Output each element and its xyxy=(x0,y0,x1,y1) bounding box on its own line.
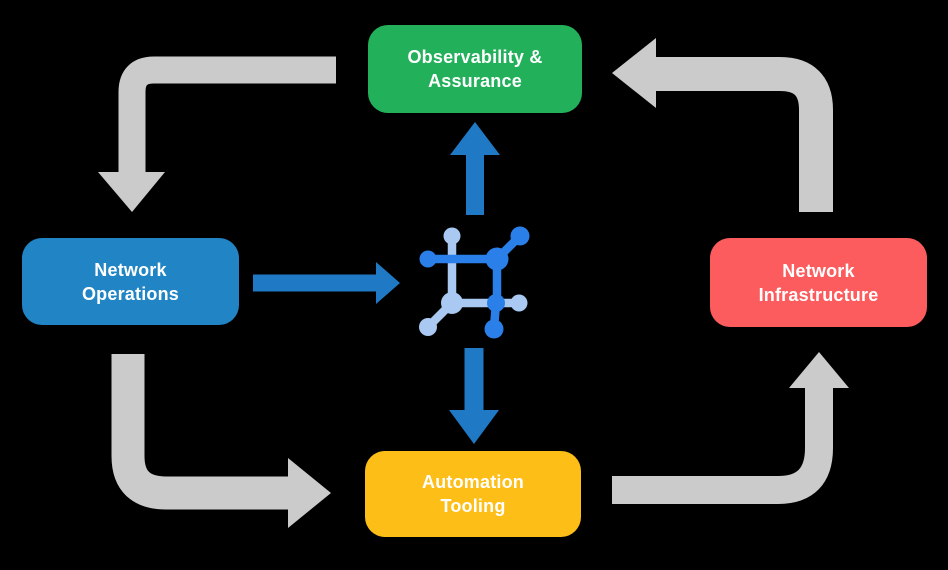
network-mesh-icon xyxy=(419,226,530,339)
arrow-icon-to-automation xyxy=(449,348,499,444)
node-label-line: Tooling xyxy=(440,496,506,516)
arrow-operations-to-automation xyxy=(111,354,331,528)
arrow-observability-to-operations xyxy=(98,56,336,212)
arrow-icon-to-observability xyxy=(450,122,500,215)
node-label-line: Observability & xyxy=(407,47,543,67)
node-label-line: Network xyxy=(94,259,167,280)
arrow-operations-to-icon xyxy=(253,262,400,304)
node-automation-tooling: Automation Tooling xyxy=(365,451,581,537)
node-label-line: Operations xyxy=(81,283,180,304)
arrow-infrastructure-to-observability xyxy=(612,38,833,212)
node-label-line: Network xyxy=(782,260,855,281)
node-network-operations: Network Operations xyxy=(22,238,239,325)
node-label-line: Automation xyxy=(422,472,524,492)
arrow-automation-to-infrastructure xyxy=(612,352,849,504)
node-label-line: Assurance xyxy=(428,71,522,91)
node-network-infrastructure: Network Infrastructure xyxy=(710,238,927,327)
node-observability-assurance: Observability & Assurance xyxy=(368,25,582,113)
node-label-line: Infrastructure xyxy=(758,284,879,305)
